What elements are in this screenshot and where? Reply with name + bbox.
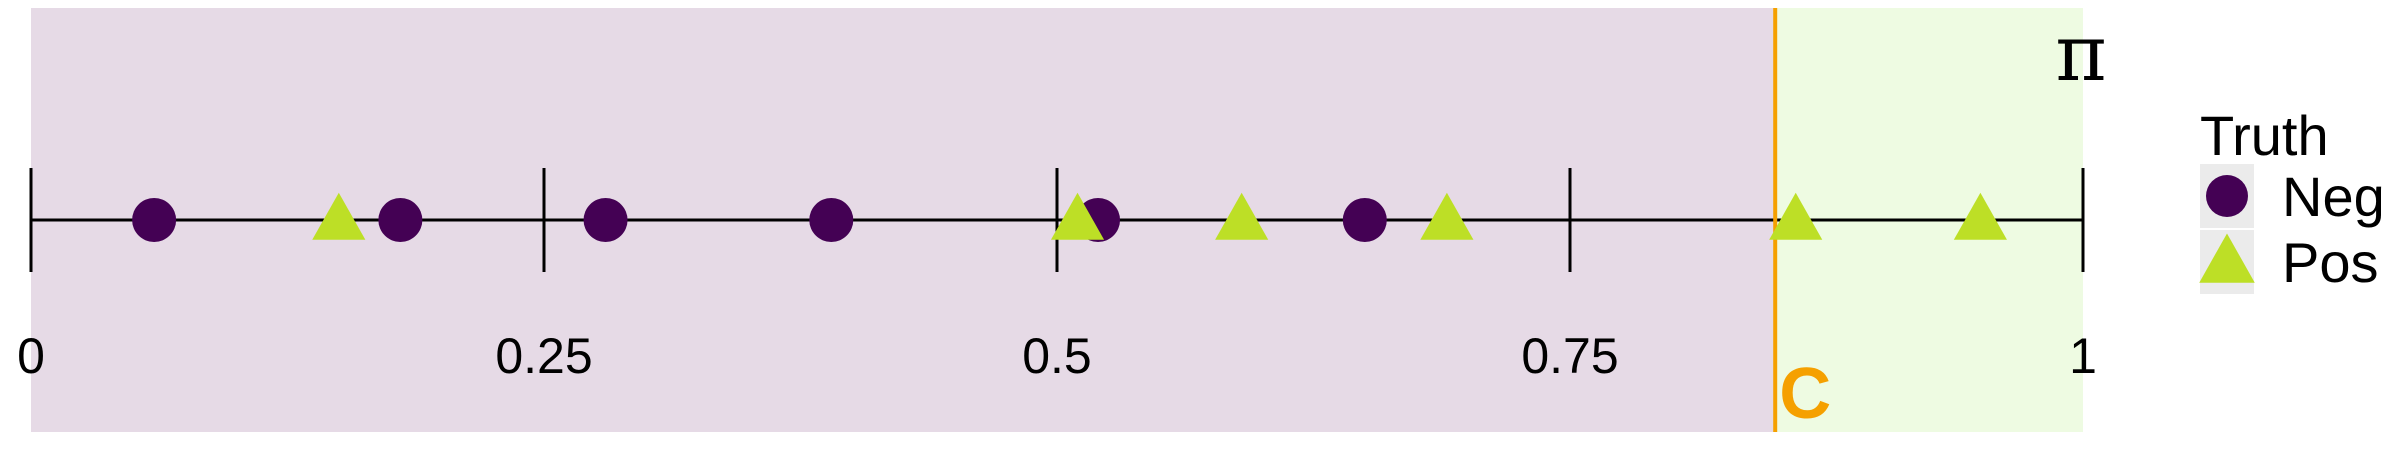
tick-label: 1 [2069,328,2097,384]
data-point-neg [132,198,177,242]
data-point-neg [1342,198,1387,242]
data-point-neg [809,198,854,242]
data-point-pos [1953,192,2007,240]
legend-label: Neg [2282,165,2385,228]
axis-ticks [29,168,2085,272]
legend-symbol-pos [2199,233,2255,283]
data-point-pos [1215,192,1269,240]
axis-tick-labels: 0 0.25 0.5 0.75 1 [17,328,2097,384]
legend-label: Pos [2282,231,2379,294]
tick-label: 0 [17,328,45,384]
legend-symbol-neg [2206,175,2248,217]
data-point-neg [583,198,628,242]
legend-title: Truth [2200,104,2329,167]
tick-label: 0.75 [1521,328,1618,384]
axis-symbol-label: π [2055,9,2106,99]
data-point-neg [378,198,423,242]
threshold-label: C [1779,354,1831,434]
data-point-pos [1769,192,1823,240]
data-point-pos [1420,192,1474,240]
data-point-pos [312,192,366,240]
tick-label: 0.25 [495,328,592,384]
data-points [132,192,2007,242]
tick-label: 0.5 [1022,328,1092,384]
data-point-pos [1050,192,1105,240]
